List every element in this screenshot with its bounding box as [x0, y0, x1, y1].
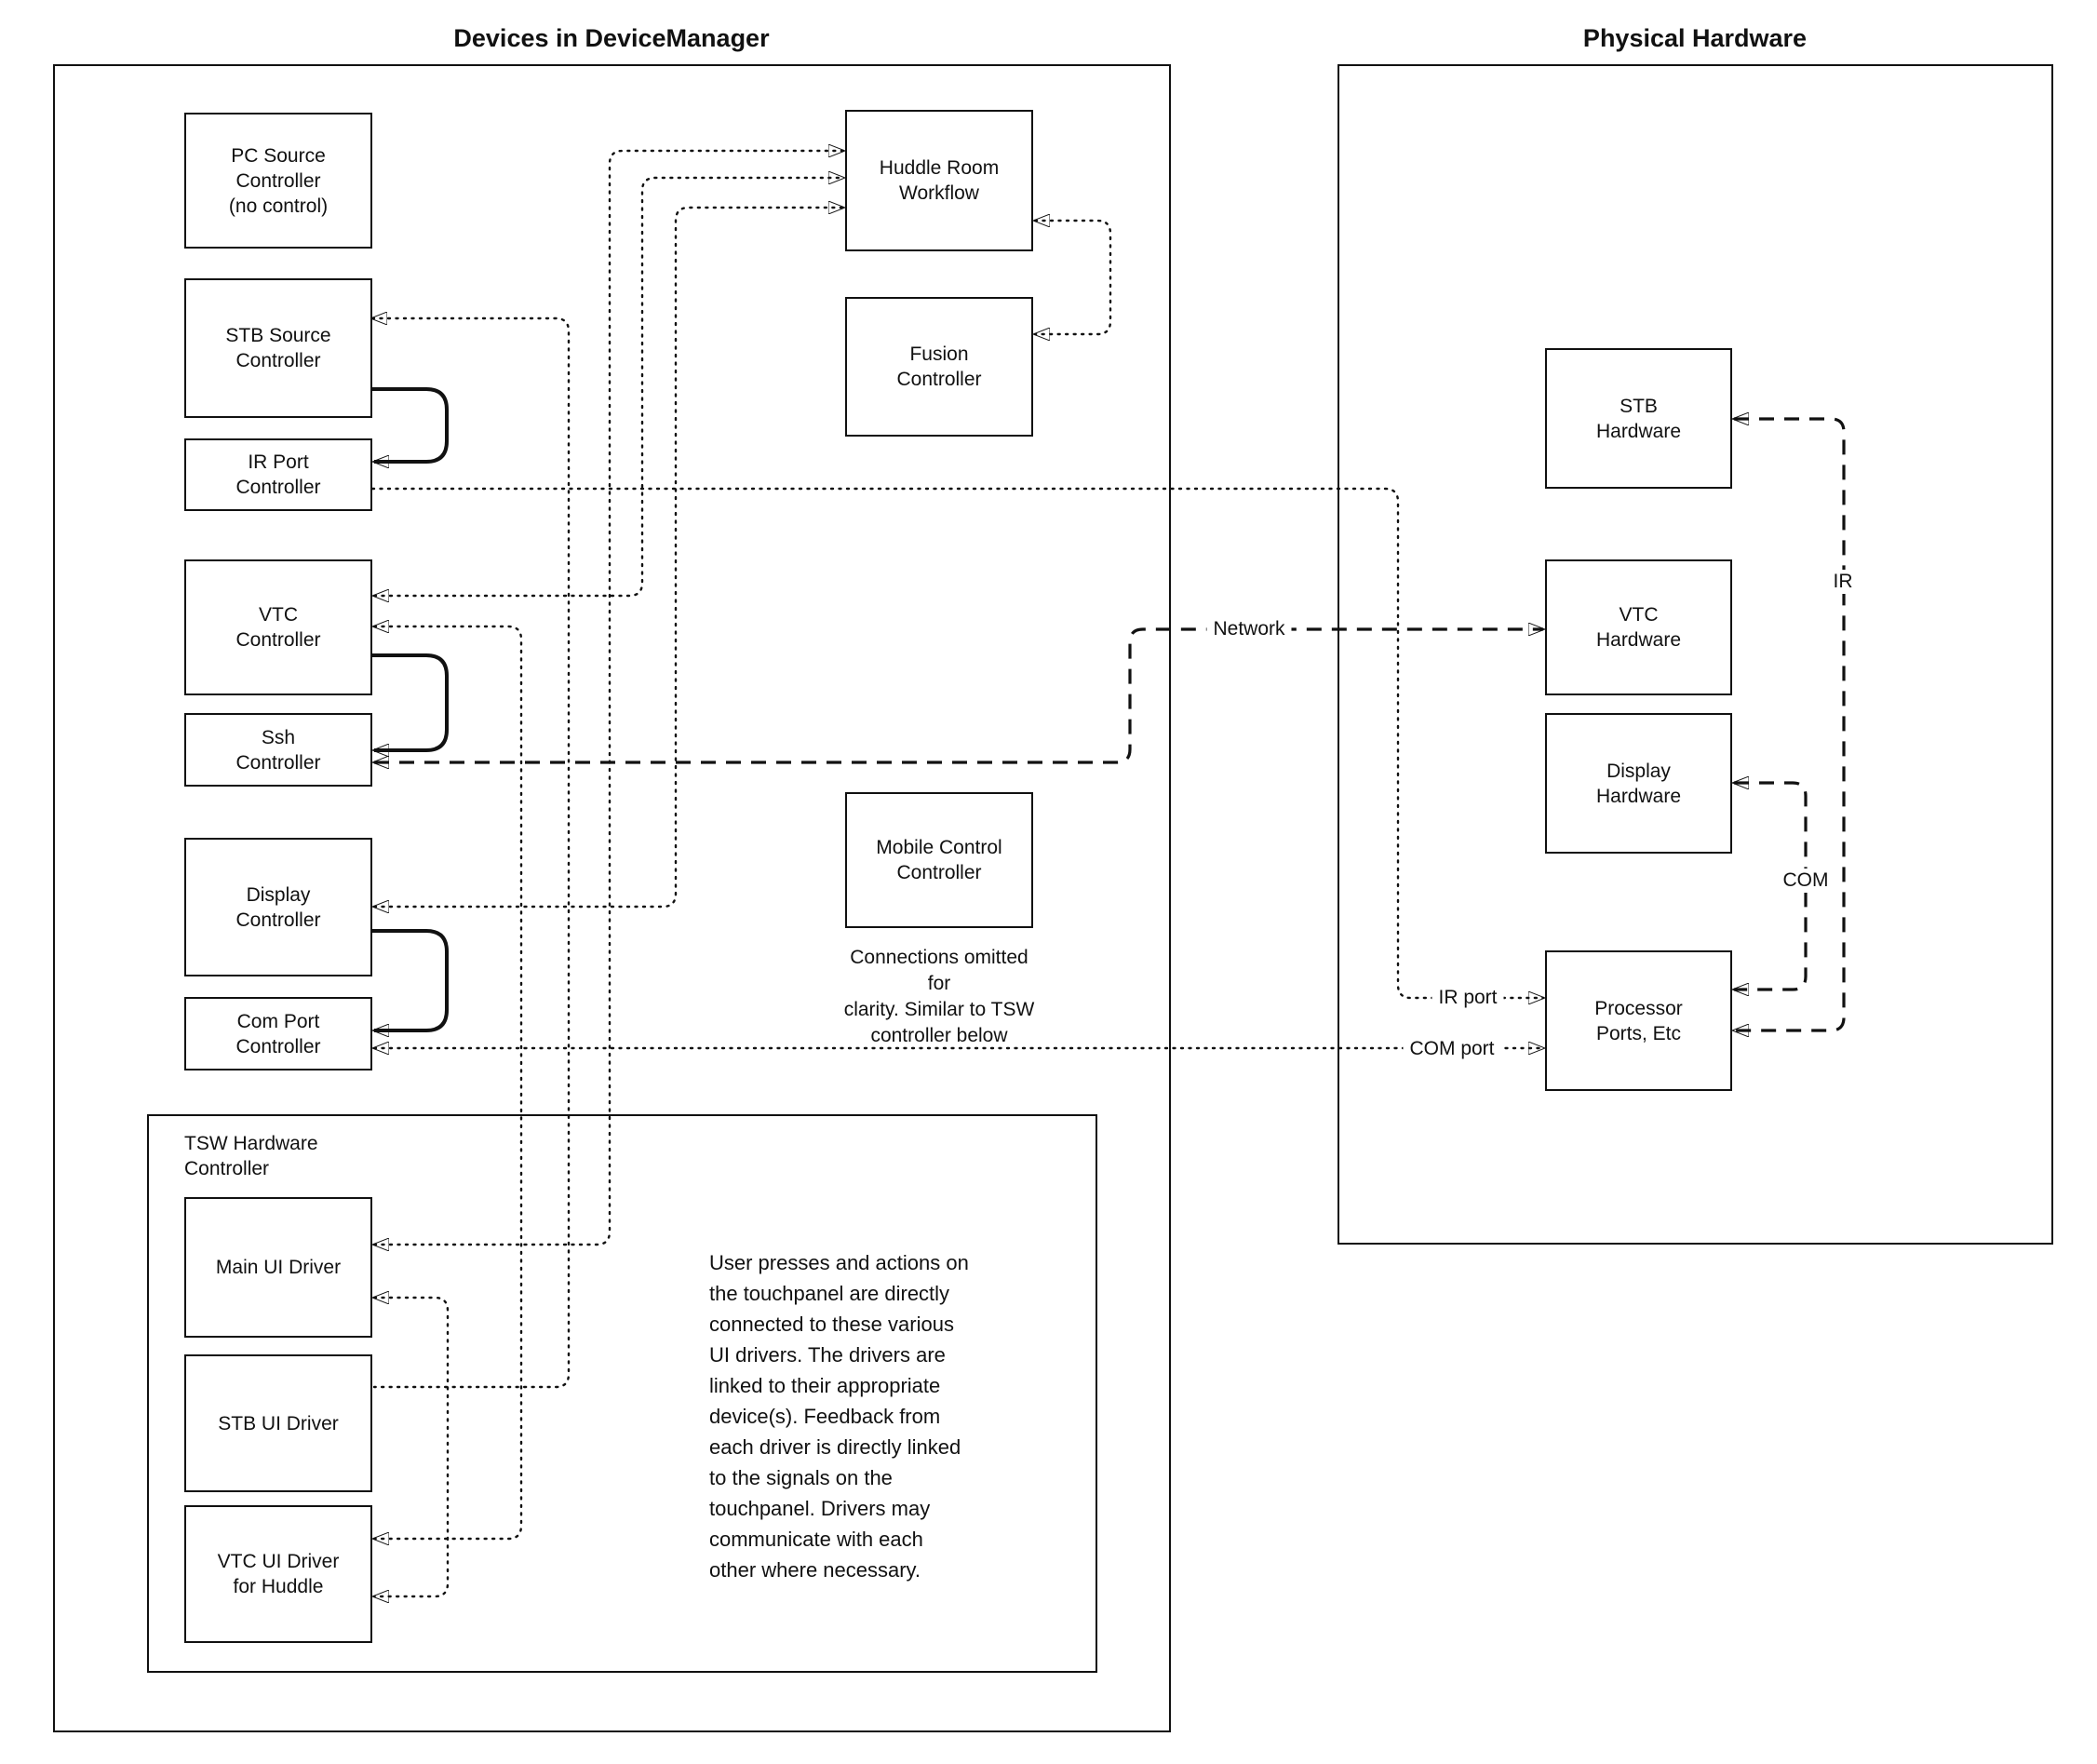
- edge-huddle-workflow-to-fusion-controller: [1035, 221, 1112, 334]
- ir-port-edge-label: IR port: [1432, 986, 1504, 1010]
- box-ssh-controller: Ssh Controller: [184, 713, 372, 787]
- box-com-port-controller: Com Port Controller: [184, 997, 372, 1071]
- box-huddle-room-workflow: Huddle Room Workflow: [845, 110, 1033, 251]
- edge-processor-com-to-display-hardware: [1734, 783, 1808, 990]
- edge-display-controller-to-com-port-controller: [372, 929, 449, 1030]
- network-edge-label: Network: [1206, 617, 1292, 641]
- box-processor-ports: Processor Ports, Etc: [1545, 950, 1732, 1091]
- ir-edge-label: IR: [1826, 570, 1860, 594]
- box-stb-source-controller: STB Source Controller: [184, 278, 372, 418]
- box-ir-port-controller: IR Port Controller: [184, 438, 372, 511]
- physical-hardware-title: Physical Hardware: [1582, 24, 1808, 52]
- com-edge-label: COM: [1776, 869, 1835, 893]
- edge-processor-ir-to-stb-hardware: [1734, 419, 1846, 1030]
- edge-main-ui-driver-to-vtc-ui-driver: [374, 1298, 450, 1596]
- box-fusion-controller: Fusion Controller: [845, 297, 1033, 437]
- tsw-container-label: TSW Hardware Controller: [184, 1133, 318, 1179]
- mobile-control-note: Connections omitted for clarity. Similar…: [843, 947, 1035, 1046]
- tsw-description-text: User presses and actions on the touchpan…: [709, 1251, 969, 1582]
- box-vtc-controller: VTC Controller: [184, 559, 372, 695]
- box-stb-hardware: STB Hardware: [1545, 348, 1732, 489]
- edge-display-controller-to-huddle-workflow: [374, 208, 843, 907]
- edge-vtc-controller-to-ssh-controller: [372, 653, 449, 750]
- box-mobile-control-controller: Mobile Control Controller: [845, 792, 1033, 928]
- device-manager-title: Devices in DeviceManager: [453, 24, 770, 52]
- tsw-hardware-controller-container: [147, 1114, 1097, 1673]
- device-manager-container: [53, 64, 1171, 1732]
- box-display-controller: Display Controller: [184, 838, 372, 976]
- box-vtc-ui-driver: VTC UI Driver for Huddle: [184, 1505, 372, 1643]
- edge-ssh-controller-network-vtc-hardware: [374, 629, 1543, 762]
- box-vtc-hardware: VTC Hardware: [1545, 559, 1732, 695]
- box-pc-source-controller: PC Source Controller (no control): [184, 113, 372, 249]
- box-main-ui-driver: Main UI Driver: [184, 1197, 372, 1338]
- box-stb-ui-driver: STB UI Driver: [184, 1354, 372, 1492]
- box-display-hardware: Display Hardware: [1545, 713, 1732, 854]
- com-port-edge-label: COM port: [1403, 1037, 1501, 1061]
- edge-stb-source-to-ir-port-controller: [372, 387, 449, 462]
- physical-hardware-container: [1338, 64, 2053, 1245]
